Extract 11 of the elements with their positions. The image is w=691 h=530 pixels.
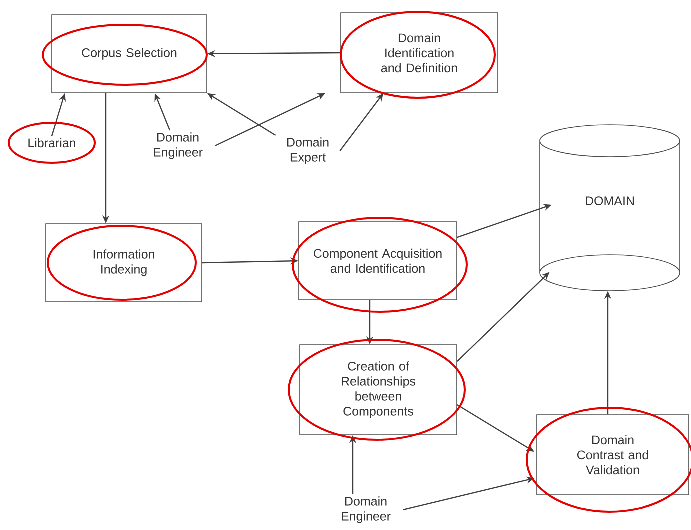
process-box: Creation of Relationships between Components (300, 344, 458, 436)
role-label: Domain Expert (288, 138, 329, 164)
role-label: Domain Engineer (154, 132, 203, 160)
process-box: Domain Identification and Definition (340, 12, 498, 94)
process-box: Domain Contrast and Validation (536, 414, 690, 496)
process-box: Component Acquisition and Identification (298, 222, 458, 300)
role-label: Librarian (28, 138, 76, 148)
role-label: Domain Engineer (342, 496, 391, 524)
process-box: Information Indexing (46, 224, 202, 302)
process-box: Corpus Selection (52, 14, 208, 94)
database-cylinder: DOMAIN (540, 124, 680, 292)
